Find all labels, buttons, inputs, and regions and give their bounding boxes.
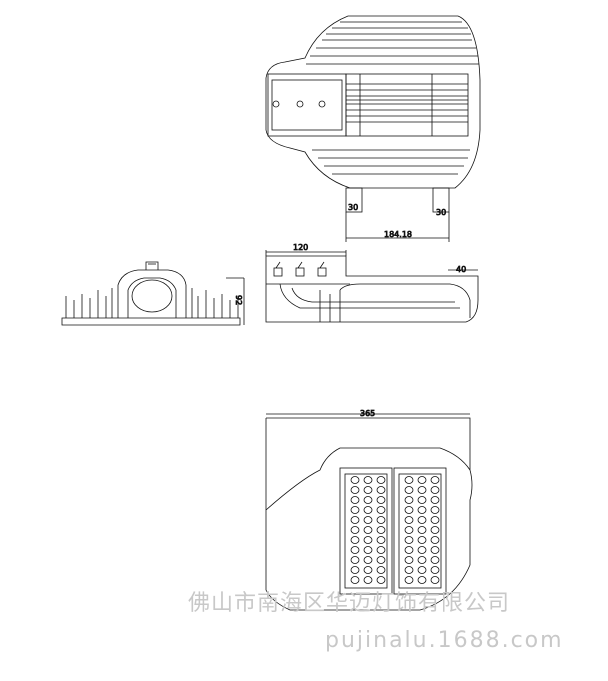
top-view	[265, 15, 481, 242]
led-lens	[363, 506, 373, 514]
led-lens	[363, 476, 373, 484]
led-lens	[404, 536, 414, 544]
led-lens	[350, 506, 360, 514]
led-lens	[404, 506, 414, 514]
led-lens	[350, 566, 360, 574]
led-lens	[430, 476, 440, 484]
watermark-url: pujinalu.1688.com	[325, 628, 564, 653]
led-lens	[350, 486, 360, 494]
dimension-top-span: 184.18	[384, 230, 412, 239]
led-lens	[430, 536, 440, 544]
dimension-side-height: 92	[234, 295, 243, 305]
led-array	[350, 476, 440, 584]
led-lens	[363, 516, 373, 524]
led-lens	[376, 546, 386, 554]
led-lens	[417, 536, 427, 544]
led-lens	[376, 476, 386, 484]
led-lens	[430, 556, 440, 564]
led-lens	[350, 576, 360, 584]
led-lens	[350, 516, 360, 524]
dimension-side-length: 120	[293, 243, 308, 252]
led-lens	[430, 486, 440, 494]
led-lens	[363, 576, 373, 584]
dimension-bottom-width: 365	[360, 409, 375, 418]
led-lens	[430, 546, 440, 554]
bottom-view	[265, 413, 473, 611]
led-lens	[430, 506, 440, 514]
end-view	[61, 261, 245, 326]
led-lens	[376, 526, 386, 534]
led-lens	[404, 516, 414, 524]
led-lens	[404, 526, 414, 534]
led-lens	[430, 526, 440, 534]
led-lens	[417, 566, 427, 574]
led-lens	[430, 566, 440, 574]
led-lens	[404, 546, 414, 554]
led-lens	[376, 486, 386, 494]
led-lens	[363, 556, 373, 564]
led-lens	[430, 516, 440, 524]
led-lens	[376, 496, 386, 504]
led-lens	[417, 486, 427, 494]
dimension-side-step: 40	[456, 265, 466, 274]
led-lens	[417, 496, 427, 504]
led-lens	[404, 496, 414, 504]
led-lens	[363, 526, 373, 534]
led-lens	[417, 476, 427, 484]
led-lens	[376, 536, 386, 544]
led-lens	[350, 556, 360, 564]
led-lens	[430, 496, 440, 504]
led-lens	[417, 556, 427, 564]
led-lens	[404, 566, 414, 574]
led-lens	[363, 536, 373, 544]
led-lens	[350, 476, 360, 484]
led-lens	[350, 496, 360, 504]
led-lens	[417, 546, 427, 554]
led-lens	[350, 546, 360, 554]
led-lens	[376, 566, 386, 574]
led-lens	[363, 546, 373, 554]
led-lens	[417, 506, 427, 514]
led-lens	[404, 476, 414, 484]
led-lens	[363, 496, 373, 504]
watermark-company: 佛山市南海区华迈灯饰有限公司	[188, 591, 511, 616]
led-lens	[376, 576, 386, 584]
led-lens	[417, 576, 427, 584]
led-lens	[404, 576, 414, 584]
led-lens	[363, 486, 373, 494]
side-view	[265, 250, 479, 323]
led-lens	[376, 516, 386, 524]
led-lens	[417, 526, 427, 534]
dimension-top-right-tab: 30	[436, 208, 446, 217]
led-lens	[417, 516, 427, 524]
led-lens	[404, 556, 414, 564]
led-lens	[350, 536, 360, 544]
led-lens	[363, 566, 373, 574]
led-lens	[376, 556, 386, 564]
led-lens	[404, 486, 414, 494]
led-lens	[350, 526, 360, 534]
led-lens	[376, 506, 386, 514]
dimension-top-left-tab: 30	[348, 203, 358, 212]
led-lens	[430, 576, 440, 584]
